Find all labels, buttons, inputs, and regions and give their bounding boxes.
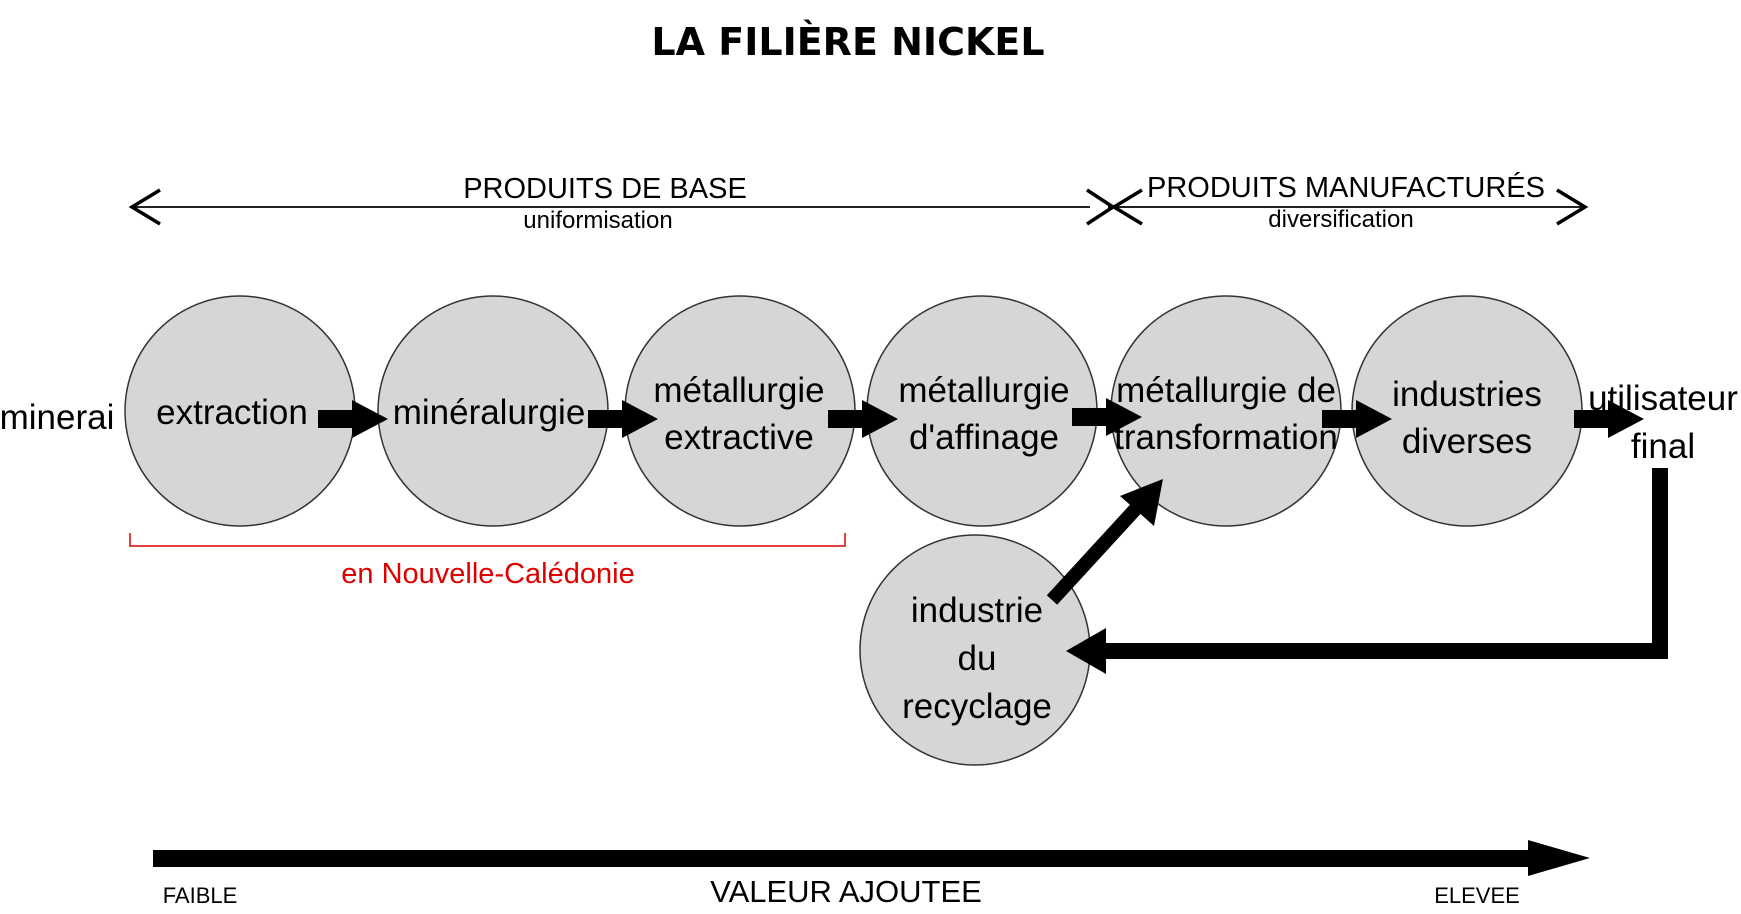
flow-arrow-transformation-industries <box>1322 400 1392 438</box>
flow-arrow-utilisateur-recyclage <box>1066 468 1668 674</box>
manufactured-products-range <box>1108 188 1589 226</box>
node-metallurgie-transformation-line1: métallurgie de <box>1116 371 1336 410</box>
input-minerai-label: minerai <box>0 398 114 437</box>
manufactured-products-label: PRODUITS MANUFACTURÉS <box>1147 171 1545 204</box>
node-mineralurgie: minéralurgie <box>377 295 609 527</box>
node-metallurgie-affinage-line2: d'affinage <box>909 418 1059 457</box>
flow-arrow-recyclage-transformation <box>1046 479 1163 605</box>
node-industries-diverses-line1: industries <box>1392 375 1542 414</box>
node-metallurgie-affinage: métallurgie d'affinage <box>866 295 1098 527</box>
flow-arrow-affinage-transformation <box>1072 398 1142 436</box>
base-products-label: PRODUITS DE BASE <box>463 173 747 205</box>
node-industrie-recyclage-line3: recyclage <box>902 687 1052 726</box>
value-axis-high-label: ELEVEE <box>1434 883 1520 908</box>
flow-arrow-extractive-affinage <box>828 400 898 438</box>
node-metallurgie-extractive-line1: métallurgie <box>653 371 824 410</box>
node-industrie-recyclage-line1: industrie <box>911 591 1043 630</box>
base-products-sublabel: uniformisation <box>523 207 672 234</box>
flow-arrow-industries-utilisateur <box>1574 400 1644 438</box>
node-mineralurgie-label: minéralurgie <box>393 393 586 432</box>
node-extraction-label: extraction <box>156 393 308 432</box>
output-utilisateur-line2: final <box>1631 427 1695 466</box>
node-metallurgie-affinage-line1: métallurgie <box>898 371 1069 410</box>
flow-arrow-mineralurgie-metallurgie <box>588 400 658 438</box>
new-caledonia-label: en Nouvelle-Calédonie <box>341 558 634 590</box>
node-industrie-recyclage-line2: du <box>958 639 997 678</box>
manufactured-products-sublabel: diversification <box>1268 206 1413 233</box>
node-metallurgie-transformation: métallurgie de transformation <box>1110 295 1342 527</box>
node-metallurgie-transformation-line2: transformation <box>1114 418 1338 457</box>
value-axis-arrow <box>153 840 1590 876</box>
diagram-title: LA FILIÈRE NICKEL <box>651 20 1044 64</box>
new-caledonia-bracket <box>129 533 846 547</box>
node-industrie-recyclage: industrie du recyclage <box>859 534 1091 766</box>
node-extraction: extraction <box>124 295 356 527</box>
node-industries-diverses: industries diverses <box>1351 295 1583 527</box>
value-axis-title: VALEUR AJOUTEE <box>710 874 982 909</box>
value-axis-low-label: FAIBLE <box>163 883 238 908</box>
node-industries-diverses-line2: diverses <box>1402 422 1532 461</box>
flow-arrow-extraction-mineralurgie <box>318 400 388 438</box>
node-metallurgie-extractive: métallurgie extractive <box>624 295 856 527</box>
node-metallurgie-extractive-line2: extractive <box>664 418 814 457</box>
